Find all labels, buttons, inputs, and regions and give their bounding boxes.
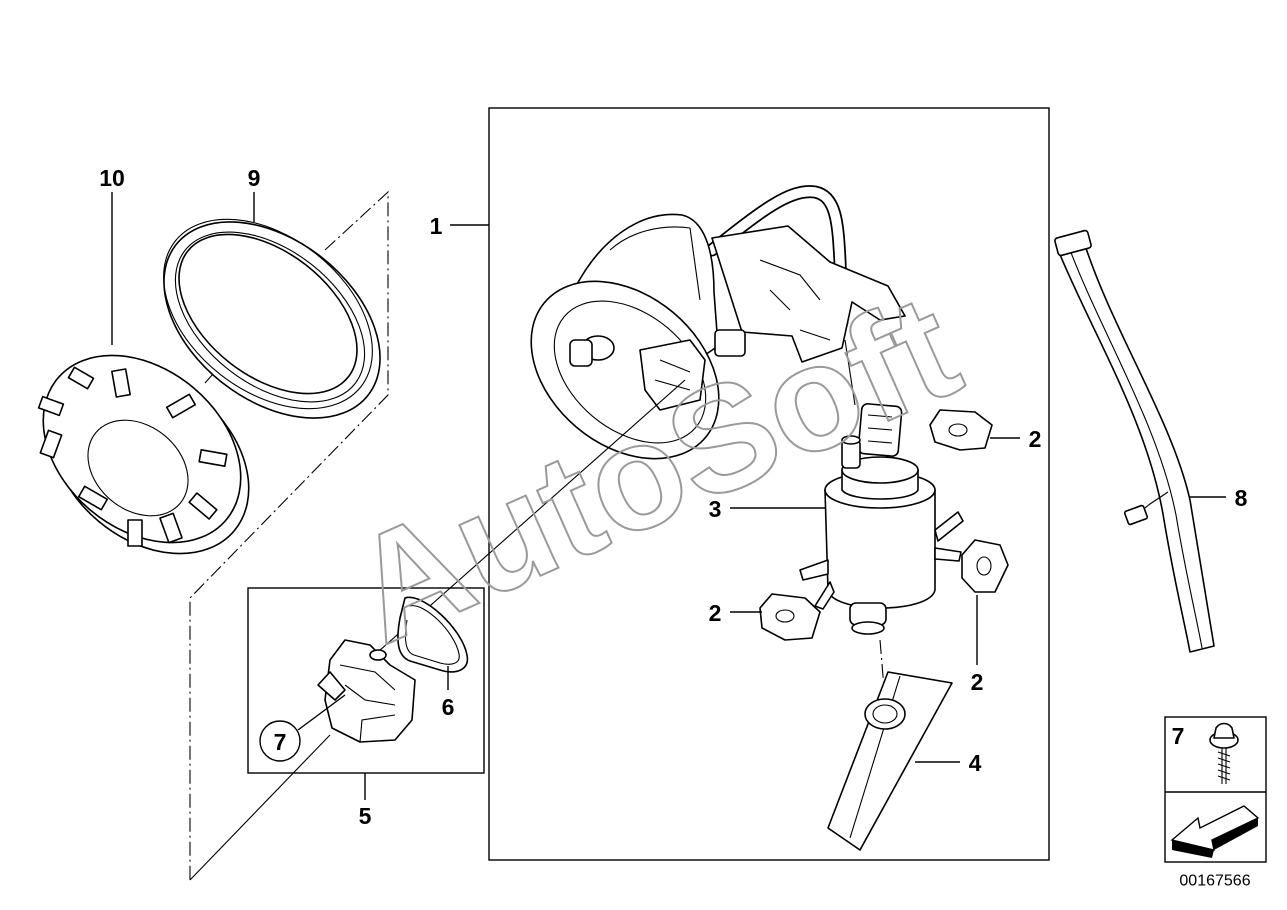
pump-insert-drawing xyxy=(799,403,964,701)
screw-icon xyxy=(1209,722,1239,784)
callout-6: 6 xyxy=(442,694,455,720)
callout-7-circle xyxy=(259,720,301,762)
callout-2-upper: 2 xyxy=(1029,426,1042,452)
legend-label: 7 xyxy=(1172,723,1185,749)
callout-5: 5 xyxy=(359,803,372,829)
assembly-leader-line xyxy=(334,379,686,691)
cover-disc-drawing xyxy=(37,354,250,555)
callout-10: 10 xyxy=(99,165,125,191)
assembly-frame xyxy=(488,107,1050,861)
rubber-damper-drawing xyxy=(759,409,1009,641)
clip-loop-drawing xyxy=(397,596,469,673)
callout-1: 1 xyxy=(430,213,443,239)
callout-9: 9 xyxy=(248,165,261,191)
callout-4: 4 xyxy=(969,750,982,776)
callout-3: 3 xyxy=(709,496,722,522)
callout-7: 7 xyxy=(274,729,287,755)
pump-unit-drawing xyxy=(530,185,906,460)
clamp-drawing xyxy=(317,639,416,743)
strap-drawing xyxy=(1054,229,1215,653)
catalog-number: 00167566 xyxy=(1179,873,1250,890)
callout-8: 8 xyxy=(1235,485,1248,511)
callout-2-lower: 2 xyxy=(971,669,984,695)
filter-drawing xyxy=(827,671,953,851)
callout-2-left: 2 xyxy=(709,600,722,626)
leader-lines xyxy=(111,192,1226,800)
arrow-icon xyxy=(1170,805,1260,858)
sealing-ring-drawing xyxy=(163,218,381,419)
clamp-set-frame xyxy=(247,587,485,774)
